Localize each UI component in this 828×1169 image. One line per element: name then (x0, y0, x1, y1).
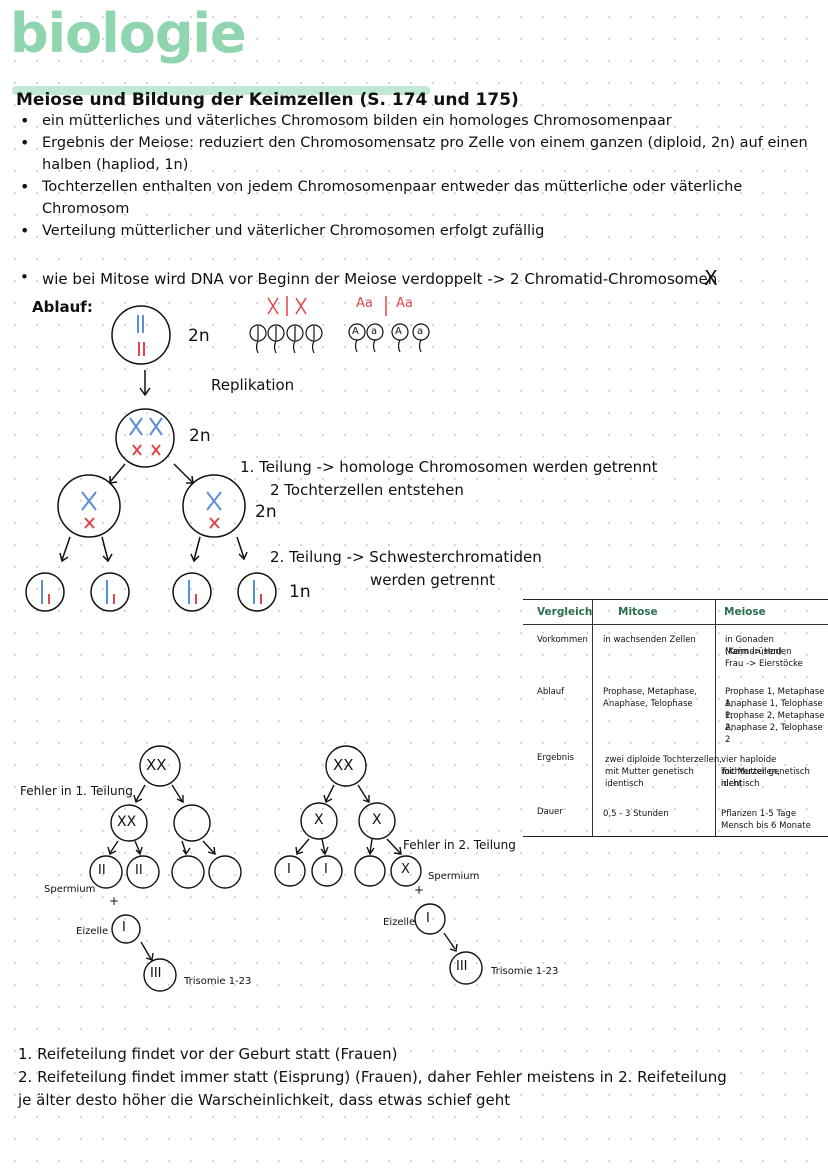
trisomie-label: Trisomie 1-23 (184, 976, 252, 987)
allele-label: a (371, 326, 378, 337)
table-cell: Anaphase 1, Telophase 1, (725, 699, 823, 721)
table-cell: Mensch bis 6 Monate (721, 821, 811, 831)
eizelle-label: Eizelle (76, 926, 109, 937)
comparison-table: Vergleich Mitose Meiose Vorkommen in wac… (523, 599, 828, 837)
trisomie-label: Trisomie 1-23 (491, 966, 559, 977)
table-cell: 0,5 - 3 Stunden (603, 809, 669, 819)
plus-label: + (414, 883, 425, 897)
teilung1-text: 1. Teilung -> homologe Chromosomen werde… (240, 458, 658, 476)
table-cell: identisch (721, 779, 760, 789)
chromosome-label: II (135, 863, 143, 878)
footer-note: 1. Reifeteilung findet vor der Geburt st… (18, 1045, 398, 1063)
chromosome-label: XX (117, 814, 137, 830)
chromosome-label: III (150, 966, 162, 981)
page-title: biologie (10, 2, 247, 65)
section-heading: Meiose und Bildung der Keimzellen (S. 17… (16, 90, 519, 110)
bullet-dot: • (20, 268, 29, 286)
table-header: Mitose (618, 606, 658, 618)
table-cell: Anaphase, Telophase (603, 699, 693, 709)
table-cell: identisch (605, 779, 644, 789)
table-cell: Mann -> Hoden (725, 647, 792, 657)
table-header: Meiose (724, 606, 766, 618)
table-row-label: Vorkommen (537, 635, 588, 645)
allele-label: Aa (356, 296, 373, 311)
list-item: Tochterzellen enthalten von jedem Chromo… (18, 176, 818, 220)
ploidy-label: 2n (188, 326, 210, 346)
chromosome-label: II (98, 863, 106, 878)
table-cell: vier haploide Tochterzellen, (721, 755, 780, 777)
teilung2-text: 2. Teilung -> Schwesterchromatiden (270, 548, 542, 566)
list-item: Verteilung mütterlicher und väterlicher … (18, 220, 818, 242)
bullet-list: ein mütterliches und väterliches Chromos… (18, 110, 818, 242)
table-cell: in Gonaden (Keimdrüsen) (725, 635, 782, 657)
meiosis-diagram (25, 296, 430, 612)
spermium-label: Spermium (428, 871, 480, 882)
heading-highlight (12, 86, 430, 95)
table-cell: in wachsenden Zellen (603, 635, 696, 645)
allele-label: A (352, 326, 359, 337)
chromosome-label: III (456, 959, 468, 974)
table-row-label: Ergebnis (537, 753, 574, 763)
table-cell: mit Mutter genetisch (605, 767, 694, 777)
table-cell: Prophase, Metaphase, (603, 687, 697, 697)
error-diagrams (89, 745, 483, 992)
table-header: Vergleich (537, 606, 593, 618)
table-cell: Prophase 2, Metaphase 2, (725, 711, 825, 733)
chromosome-label: I (122, 920, 126, 935)
chromosome-label: X (314, 812, 324, 828)
chromosome-x-icon: X (704, 266, 718, 290)
chromosome-label: X (401, 862, 410, 877)
table-row-label: Ablauf (537, 687, 565, 697)
spermium-label: Spermium (44, 884, 96, 895)
table-cell: mit Mutter genetisch nicht (721, 767, 810, 789)
allele-label: Aa (396, 296, 413, 311)
ploidy-label: 2n (255, 502, 277, 522)
allele-label: a (417, 326, 424, 337)
ploidy-label: 2n (189, 426, 211, 446)
allele-label: A (395, 326, 402, 337)
teilung1-text-2: 2 Tochterzellen entstehen (270, 481, 464, 499)
table-cell: Pflanzen 1-5 Tage (721, 809, 797, 819)
table-cell: Prophase 1, Metaphase 1, (725, 687, 825, 709)
table-cell: Anaphase 2, Telophase 2 (725, 723, 823, 745)
chromosome-label: XX (146, 756, 167, 774)
footer-note: 2. Reifeteilung findet immer statt (Eisp… (18, 1068, 727, 1086)
table-row-label: Dauer (537, 807, 563, 817)
chromosome-label: I (324, 862, 328, 877)
teilung2-text-2: werden getrennt (370, 571, 496, 589)
list-item: Ergebnis der Meiose: reduziert den Chrom… (18, 132, 818, 176)
table-cell: zwei diploide Tochterzellen, (605, 755, 722, 765)
fehler-1-label: Fehler in 1. Teilung (20, 784, 133, 798)
chromosome-label: I (287, 862, 291, 877)
list-item: ein mütterliches und väterliches Chromos… (18, 110, 818, 132)
footer-note: je älter desto höher die Warscheinlichke… (18, 1091, 511, 1109)
chromosome-label: XX (333, 756, 354, 774)
table-cell: Frau -> Eierstöcke (725, 659, 803, 669)
mitose-bullet: wie bei Mitose wird DNA vor Beginn der M… (42, 270, 718, 288)
plus-label: + (109, 894, 120, 908)
eizelle-label: Eizelle (383, 917, 416, 928)
ploidy-label: 1n (289, 582, 311, 602)
chromosome-label: I (426, 911, 430, 926)
chromosome-label: X (372, 812, 382, 828)
fehler-2-label: Fehler in 2. Teilung (403, 838, 516, 852)
ablauf-label: Ablauf: (32, 298, 93, 316)
replikation-label: Replikation (211, 376, 295, 394)
